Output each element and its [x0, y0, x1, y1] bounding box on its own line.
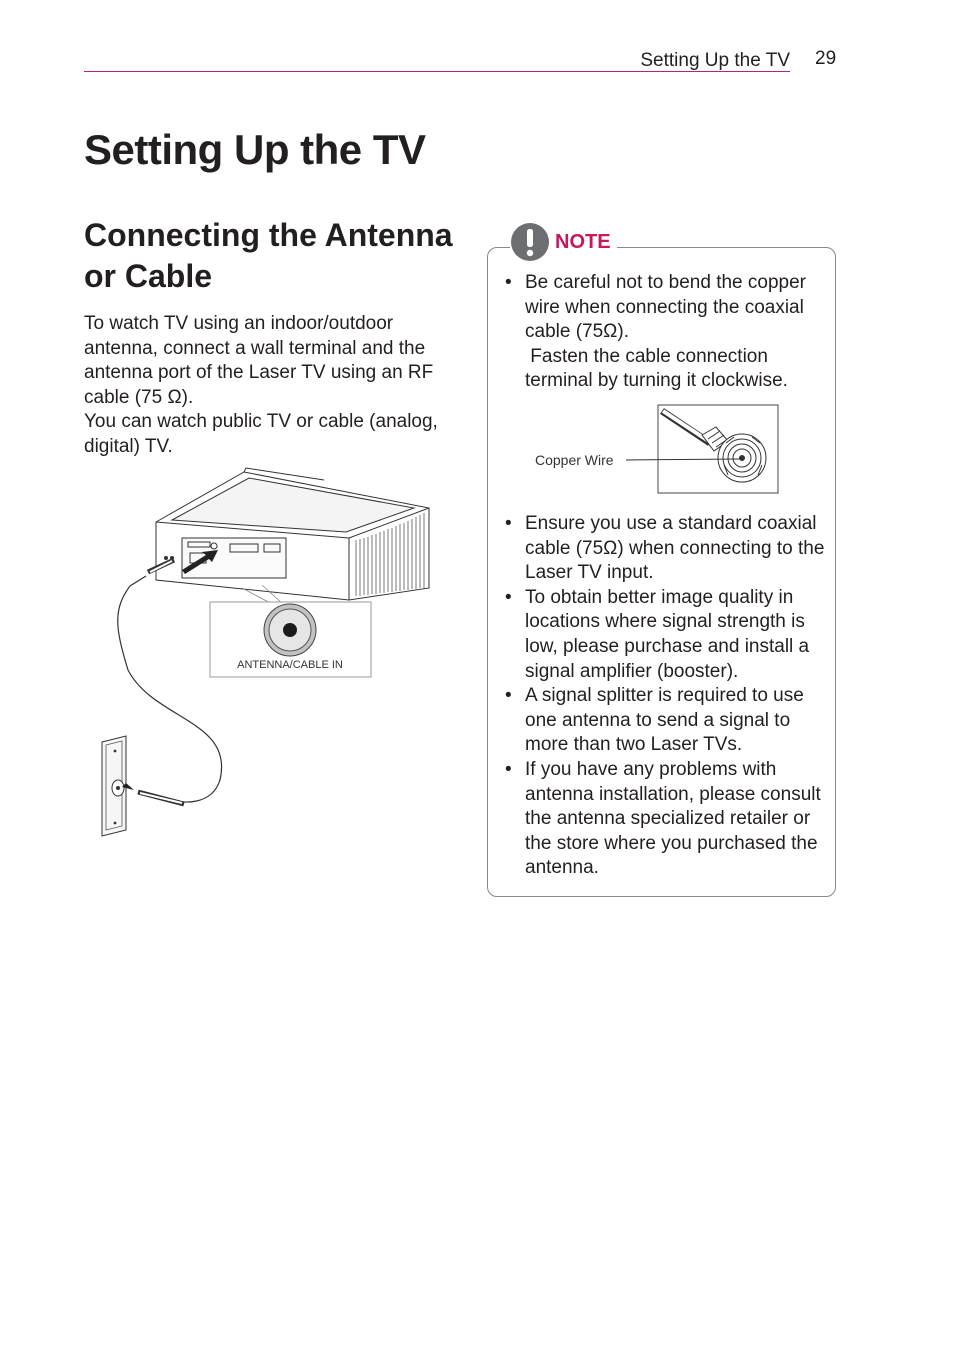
note-item: • Ensure you use a standard coaxial cabl…: [505, 512, 835, 586]
note-item-text: If you have any problems with antenna in…: [525, 758, 821, 879]
bullet-icon: •: [505, 272, 512, 293]
exclamation-icon: [511, 223, 549, 261]
copper-wire-figure: Copper Wire: [535, 404, 779, 494]
intro-paragraph-2: You can watch public TV or cable (analog…: [84, 411, 438, 457]
bullet-icon: •: [505, 685, 512, 707]
page-number: 29: [815, 48, 837, 69]
note-label: NOTE: [555, 230, 611, 253]
note-item: • To obtain better image quality in loca…: [505, 586, 835, 684]
wall-outlet: [101, 735, 134, 837]
note-item-text: To obtain better image quality in locati…: [525, 586, 810, 682]
port-callout: ANTENNA/CABLE IN: [209, 584, 372, 678]
antenna-cable-in-label: ANTENNA/CABLE IN: [237, 659, 343, 671]
note-list-top: • Be careful not to bend the copper wire…: [505, 271, 835, 394]
antenna-connection-illustration: ANTENNA/CABLE IN: [101, 467, 430, 837]
bullet-icon: •: [505, 758, 512, 780]
copper-wire-label: Copper Wire: [535, 452, 614, 468]
insertion-arrow: [182, 550, 218, 574]
note-item-text: Be careful not to bend the copper wire w…: [525, 272, 806, 343]
intro-paragraph-1: To watch TV using an indoor/outdoor ante…: [84, 313, 434, 408]
note-item: • Be careful not to bend the copper wire…: [505, 271, 835, 394]
note-item: • If you have any problems with antenna …: [505, 758, 835, 881]
note-item-extra-text: Fasten the cable connection terminal by …: [525, 345, 788, 392]
note-list-bottom: • Ensure you use a standard coaxial cabl…: [505, 512, 835, 881]
intro-text: To watch TV using an indoor/outdoor ante…: [84, 312, 464, 460]
projector-illustration: [155, 467, 430, 601]
section-title: Connecting the Antenna or Cable: [84, 217, 453, 294]
coax-connector-drawing: [660, 408, 767, 483]
header-rule: [84, 71, 790, 72]
note-header: NOTE: [510, 222, 617, 262]
bullet-icon: •: [505, 586, 512, 608]
bullet-icon: •: [505, 513, 512, 534]
header-section-title: Setting Up the TV: [640, 50, 790, 71]
page-title: Setting Up the TV: [84, 126, 426, 173]
coaxial-cable: [117, 557, 223, 807]
note-item-text: Ensure you use a standard coaxial cable …: [525, 513, 825, 584]
note-box: [487, 247, 836, 897]
note-item: • A signal splitter is required to use o…: [505, 684, 835, 758]
note-item-text: A signal splitter is required to use one…: [525, 685, 804, 756]
